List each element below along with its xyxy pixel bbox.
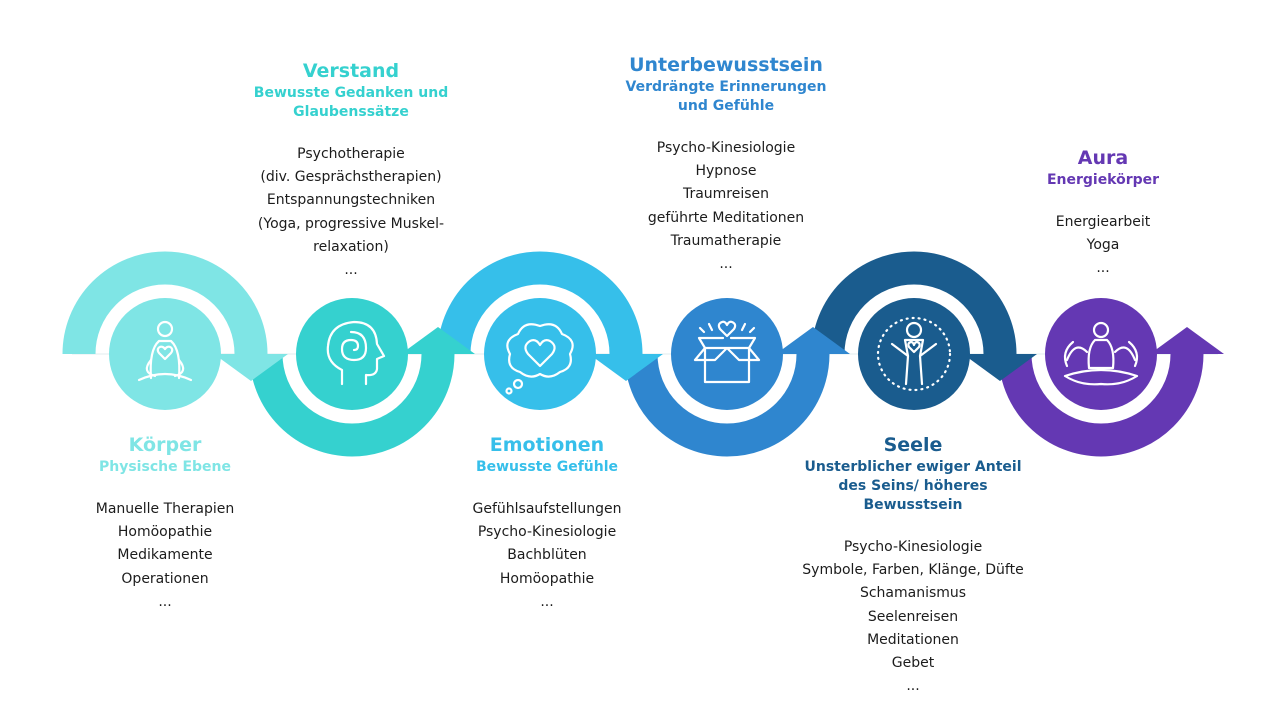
unterbewusstsein-title: Unterbewusstsein: [629, 54, 823, 76]
seele-arc: [811, 251, 1017, 355]
method-item: Schamanismus: [859, 585, 967, 602]
method-item: Psycho-Kinesiologie: [656, 140, 796, 156]
unterbewusstsein-arrow-head: [776, 327, 850, 354]
subtitle-line: Energiekörper: [1046, 172, 1160, 188]
method-item: Gebet: [891, 655, 935, 672]
emotionen-arc: [437, 251, 643, 355]
subtitle-line: Verdrängte Erinnerungen: [625, 79, 827, 95]
method-item: Homöopathie: [117, 524, 213, 541]
method-item: Operationen: [121, 570, 209, 587]
emotionen-arrow-head: [589, 354, 663, 381]
verstand-method-list: Psychotherapie (div. Gesprächstherapien) E…: [254, 143, 448, 282]
method-item: ...: [158, 593, 172, 610]
koerper-title: Körper: [128, 434, 202, 456]
meditation-heart-icon: [137, 320, 193, 382]
seele-title: Seele: [883, 434, 943, 456]
lotus-meditation-icon: [1063, 321, 1139, 386]
method-item: Homöopathie: [499, 570, 595, 587]
open-box-heart-icon: [693, 320, 761, 384]
subtitle-line: des Seins/ höheres: [838, 478, 988, 494]
verstand-arrow-head: [401, 327, 475, 354]
method-item: Gefühlsaufstellungen: [472, 501, 622, 517]
unterbewusstsein-arc: [624, 353, 830, 457]
koerper-arc: [62, 251, 268, 355]
method-item: ...: [1096, 260, 1110, 277]
emotionen-title: Emotionen: [489, 434, 605, 456]
unterbewusstsein-subtitle: Verdrängte Erinnerungen und Gefühle: [626, 78, 827, 116]
aura-arrow-head: [1150, 327, 1224, 354]
method-item: Hypnose: [695, 163, 757, 180]
koerper-arrow-head: [214, 354, 288, 381]
verstand-circle: [296, 298, 408, 410]
method-item: Meditationen: [867, 631, 959, 648]
koerper-subtitle: Physische Ebene: [96, 458, 235, 477]
aura-title: Aura: [1077, 147, 1129, 169]
method-item: Energiearbeit: [1055, 214, 1151, 230]
glowing-person-icon: [876, 316, 952, 392]
method-item: ...: [344, 262, 358, 279]
aura-circle: [1045, 298, 1157, 410]
method-item: (div. Gesprächstherapien): [260, 169, 442, 186]
aura-arc: [998, 353, 1204, 457]
method-item: ...: [719, 256, 733, 273]
subtitle-line: Bewusstsein: [863, 497, 963, 513]
method-item: Psycho-Kinesiologie: [477, 524, 617, 541]
method-item: Traumatherapie: [670, 232, 782, 249]
method-item: Manuelle Therapien: [95, 501, 235, 517]
method-item: Seelenreisen: [867, 608, 959, 625]
subtitle-line: Physische Ebene: [99, 459, 231, 475]
method-item: Entspannungstechniken: [266, 192, 436, 209]
method-item: ...: [906, 678, 920, 695]
seele-subtitle: Unsterblicher ewiger Anteil des Seins/ hö…: [802, 458, 1023, 515]
method-item: Psychotherapie: [297, 146, 405, 162]
method-item: Symbole, Farben, Klänge, Düfte: [802, 562, 1024, 579]
subtitle-line: Bewusste Gedanken und: [253, 85, 449, 101]
method-item: Medikamente: [117, 547, 213, 564]
method-item: Psycho-Kinesiologie: [843, 539, 983, 555]
seele-circle: [858, 298, 970, 410]
method-item: Traumreisen: [682, 186, 770, 203]
subtitle-line: Bewusste Gefühle: [475, 459, 619, 475]
seele-arrow-head: [963, 354, 1037, 381]
method-item: Yoga: [1086, 237, 1120, 254]
emotionen-subtitle: Bewusste Gefühle: [473, 458, 622, 477]
subtitle-line: Unsterblicher ewiger Anteil: [804, 459, 1022, 475]
verstand-title: Verstand: [302, 60, 400, 82]
aura-subtitle: Energiekörper: [1047, 171, 1159, 190]
heart-cloud-icon: [505, 323, 574, 395]
head-spiral-icon: [326, 320, 386, 386]
method-item: ...: [540, 593, 554, 610]
method-item: geführte Meditationen: [647, 209, 805, 226]
unterbewusstsein-circle: [671, 298, 783, 410]
verstand-arc: [249, 353, 455, 457]
koerper-circle: [109, 298, 221, 410]
method-item: (Yoga, progressive Muskel-: [257, 215, 445, 232]
subtitle-line: und Gefühle: [677, 98, 775, 114]
subtitle-line: Glaubenssätze: [293, 104, 409, 120]
emotionen-circle: [484, 298, 596, 410]
method-item: Bachblüten: [507, 547, 587, 564]
method-item: relaxation): [313, 238, 389, 255]
